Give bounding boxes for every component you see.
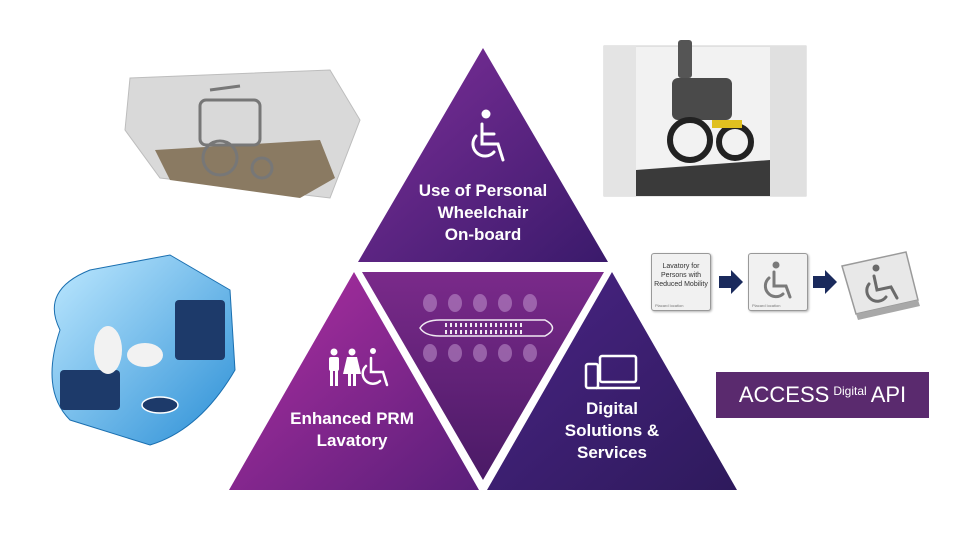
label-right: Digital Solutions & Services — [552, 398, 672, 464]
wheelchair-restraint-photo — [603, 40, 807, 197]
wheelchair-sign-card: Placard location — [748, 253, 808, 311]
api-badge-suffix: API — [870, 382, 907, 407]
lavatory-sign-text: Lavatory for Persons with Reduced Mobili… — [654, 263, 708, 288]
wheelchair-icon — [471, 109, 505, 162]
arrow-right-icon — [719, 270, 743, 294]
label-top-line-3: On-board — [444, 225, 522, 244]
accessibility-sign-3d — [841, 251, 920, 320]
label-right-line-1: Digital — [586, 399, 638, 418]
triangle-center — [362, 272, 604, 480]
placard-location-label: Placard location — [655, 303, 684, 308]
wheelchair-icon — [865, 264, 899, 303]
wheelchair-icon — [763, 261, 792, 299]
label-left-line-1: Enhanced PRM — [290, 409, 414, 428]
arrow-right-icon — [813, 270, 837, 294]
api-badge-superscript: Digital — [833, 384, 867, 398]
label-top-line-1: Use of Personal — [418, 181, 548, 200]
label-top: Use of Personal Wheelchair On-board — [383, 180, 583, 246]
api-badge-prefix: ACCESS — [738, 382, 830, 407]
label-left-line-2: Lavatory — [316, 431, 388, 450]
lavatory-render — [51, 254, 236, 446]
aircraft-seatmap-icon — [419, 294, 554, 362]
label-top-line-2: Wheelchair — [437, 203, 529, 222]
placard-location-label: Placard location — [752, 303, 781, 308]
wheelchair-cabin-render — [124, 69, 361, 199]
devices-icon — [584, 354, 640, 390]
label-right-line-2: Solutions & — [564, 421, 660, 440]
label-left: Enhanced PRM Lavatory — [262, 408, 442, 452]
lavatory-sign-card: Lavatory for Persons with Reduced Mobili… — [651, 253, 711, 311]
access-digital-api-badge: ACCESS Digital API — [716, 372, 929, 418]
people-wheelchair-icon — [329, 348, 389, 387]
label-right-line-3: Services — [577, 443, 647, 462]
